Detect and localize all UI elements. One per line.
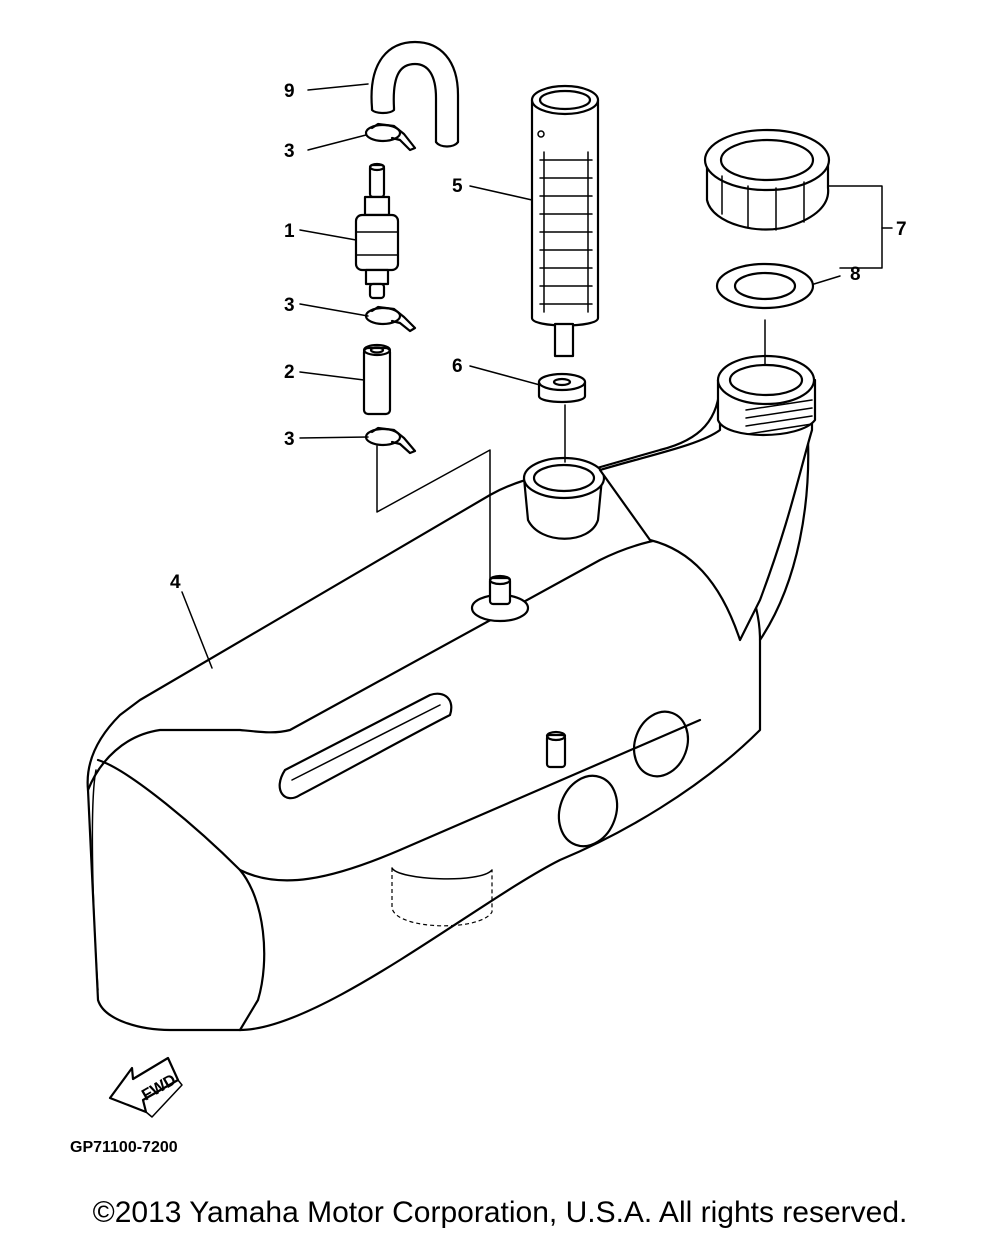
strainer-part-5 xyxy=(530,84,600,358)
oil-tank-part-4 xyxy=(86,354,817,1032)
callout-1: 1 xyxy=(284,221,295,242)
strainer-slots xyxy=(539,151,593,313)
callout-7: 7 xyxy=(896,219,907,240)
filler-cap-part-7 xyxy=(703,128,831,231)
assembly-lines xyxy=(181,83,893,669)
tank-strainer-neck xyxy=(522,456,606,540)
clip-part-3-lower xyxy=(364,426,417,455)
callout-3-middle: 3 xyxy=(284,295,295,316)
tank-outlet-nipple xyxy=(470,574,530,623)
clip-part-3-middle xyxy=(364,305,417,333)
callout-9: 9 xyxy=(284,81,295,102)
hose-bend-part-9 xyxy=(370,40,460,148)
callout-5: 5 xyxy=(452,176,463,197)
callout-2: 2 xyxy=(284,362,295,383)
callout-3-lower: 3 xyxy=(284,429,295,450)
callout-4: 4 xyxy=(170,572,181,593)
diagram-part-number: GP71100-7200 xyxy=(70,1139,178,1156)
clip-part-3-upper xyxy=(364,122,417,152)
callout-labels: 9 3 1 3 2 3 5 6 7 8 4 xyxy=(170,81,907,593)
callout-6: 6 xyxy=(452,356,463,377)
fuel-filter-part-1 xyxy=(354,162,400,300)
tank-filler-neck xyxy=(598,354,817,642)
fwd-arrow-icon: FWD xyxy=(108,1056,183,1118)
callout-8: 8 xyxy=(850,264,861,285)
hose-part-2 xyxy=(362,343,392,416)
callout-3-upper: 3 xyxy=(284,141,295,162)
gasket-part-8 xyxy=(715,262,815,310)
copyright-footer: ©2013 Yamaha Motor Corporation, U.S.A. A… xyxy=(92,1196,908,1229)
grommet-part-6 xyxy=(537,372,587,404)
